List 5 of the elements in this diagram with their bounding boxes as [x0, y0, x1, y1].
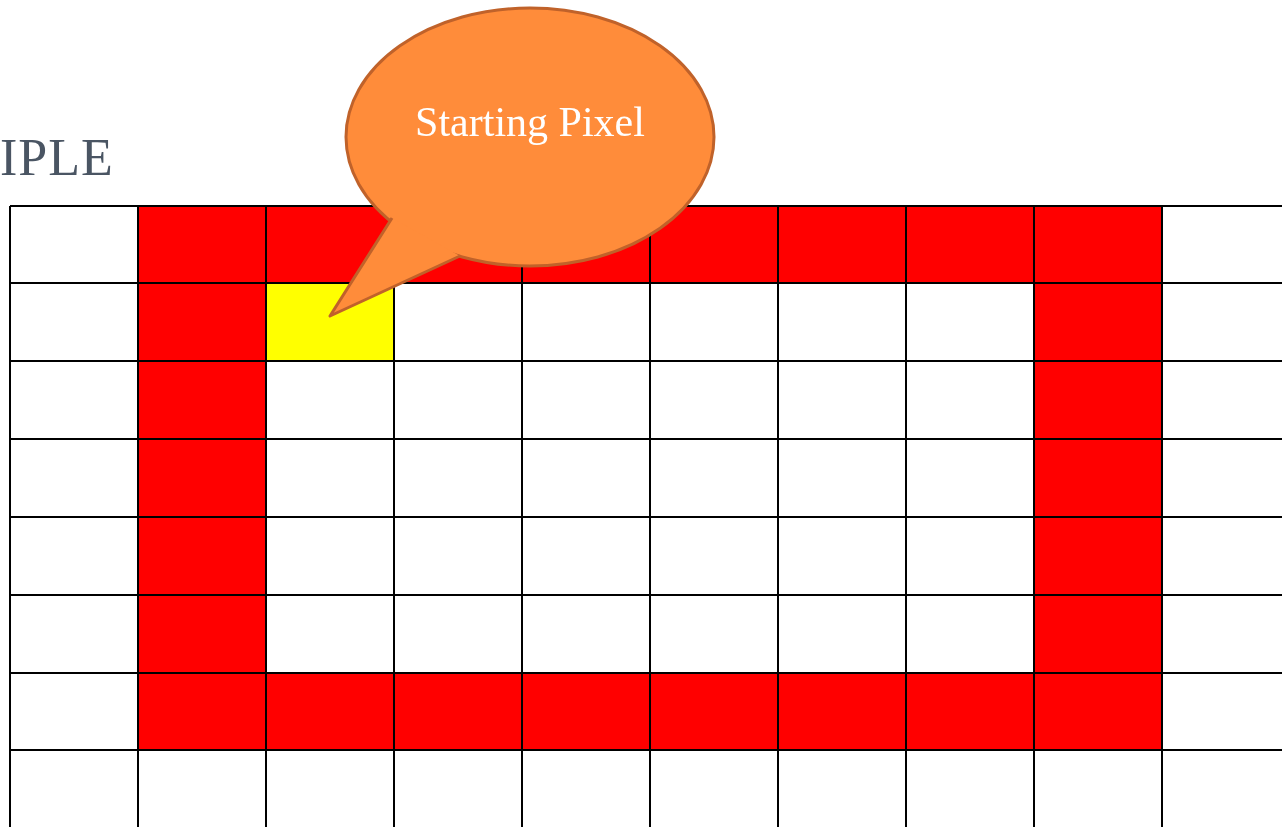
heading: IPLE	[0, 128, 114, 187]
callout-bubble	[344, 6, 716, 268]
callout-text: Starting Pixel	[414, 97, 646, 147]
highlighted-pixel	[267, 284, 393, 360]
callout-pointer	[328, 216, 462, 318]
